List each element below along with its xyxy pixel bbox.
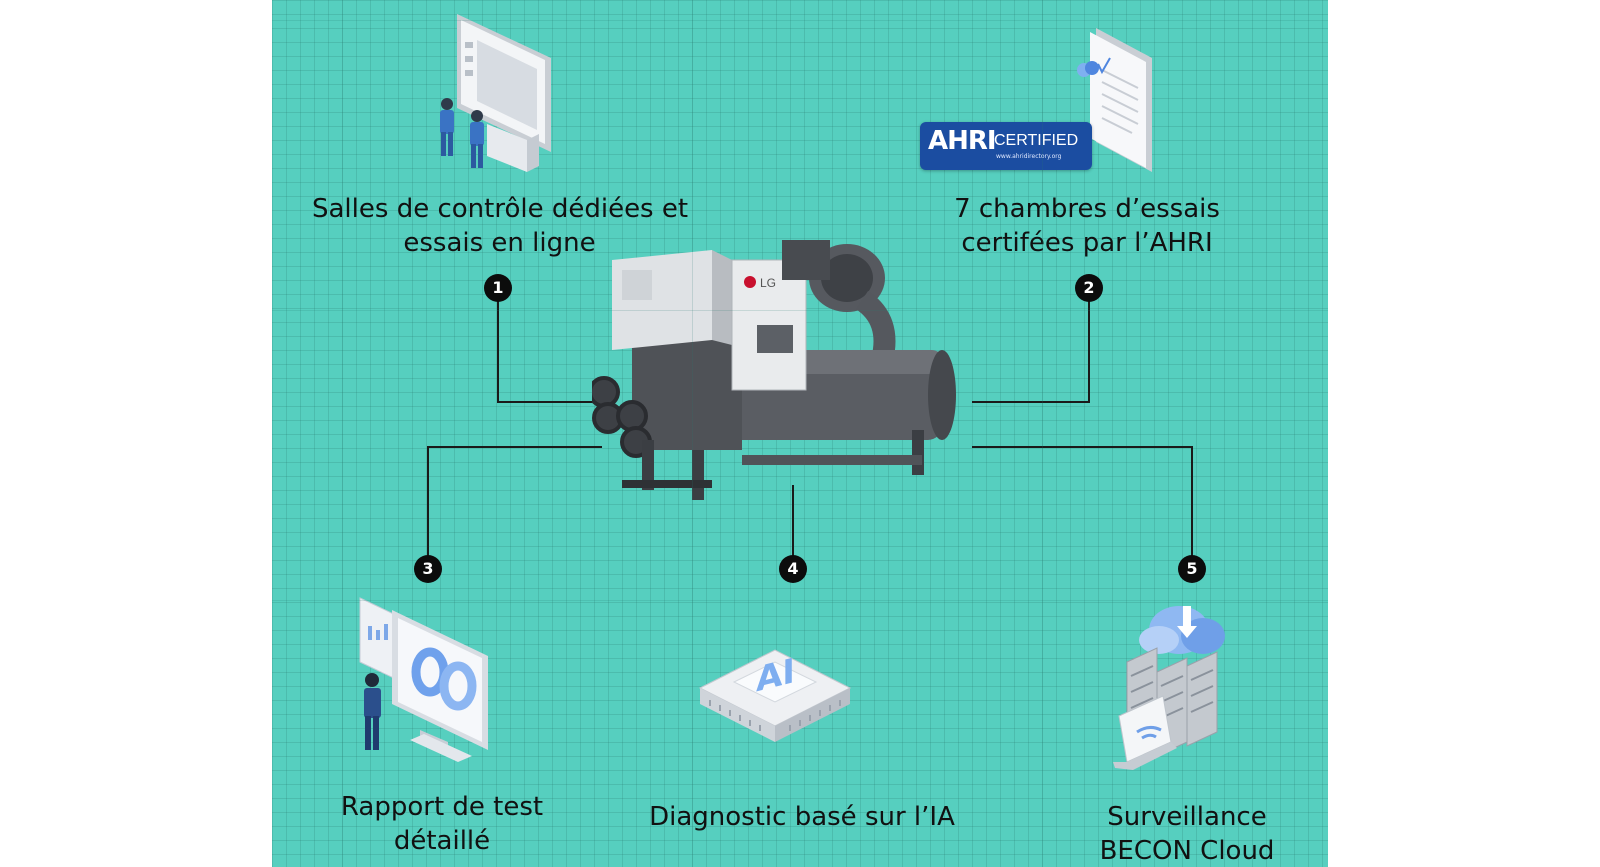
cloud-server-icon (1113, 606, 1225, 770)
feature-5-label: Surveillance BECON Cloud (1052, 800, 1322, 867)
badge-5: 5 (1178, 555, 1206, 583)
badge-1: 1 (484, 274, 512, 302)
connector-1 (497, 294, 602, 403)
control-room-icon (440, 14, 551, 172)
feature-2-line1: 7 chambres d’essais (954, 194, 1220, 224)
feature-4-label: Diagnostic basé sur l’IA (632, 800, 972, 834)
certificate-icon (1077, 28, 1152, 172)
chiller-brand: LG (760, 276, 776, 290)
connector-5 (972, 446, 1193, 560)
diagram-canvas: AHRI CERTIFIED www.ahridirectory.org LG (272, 0, 1328, 867)
feature-4-line1: Diagnostic basé sur l’IA (649, 802, 955, 832)
ai-chip-icon: AI (698, 649, 852, 742)
connector-2 (972, 294, 1090, 403)
ahri-url: www.ahridirectory.org (996, 153, 1062, 160)
chiller-image: LG (592, 240, 956, 500)
ahri-logo: AHRI (928, 126, 997, 156)
ahri-certified-badge: AHRI CERTIFIED www.ahridirectory.org (920, 122, 1092, 170)
badge-3: 3 (414, 555, 442, 583)
report-monitor-icon (359, 597, 488, 762)
feature-1-label: Salles de contrôle dédiées et essais en … (312, 192, 689, 260)
badge-4: 4 (779, 555, 807, 583)
feature-5-line2: BECON Cloud (1099, 836, 1275, 866)
badge-2: 2 (1075, 274, 1103, 302)
connector-lines (427, 294, 1193, 560)
feature-1-line1: Salles de contrôle dédiées et (312, 194, 689, 224)
ahri-certified-word: CERTIFIED (994, 132, 1079, 149)
feature-3-label: Rapport de test détaillé (317, 790, 567, 858)
feature-2-label: 7 chambres d’essais certifées par l’AHRI (922, 192, 1252, 260)
feature-2-line2: certifées par l’AHRI (961, 228, 1213, 258)
connector-3 (427, 446, 602, 560)
chip-text: AI (756, 651, 795, 700)
feature-3-line1: Rapport de test (340, 792, 544, 822)
feature-5-line1: Surveillance (1107, 802, 1267, 832)
feature-1-line2: essais en ligne (403, 228, 596, 258)
feature-3-line2: détaillé (393, 826, 491, 856)
